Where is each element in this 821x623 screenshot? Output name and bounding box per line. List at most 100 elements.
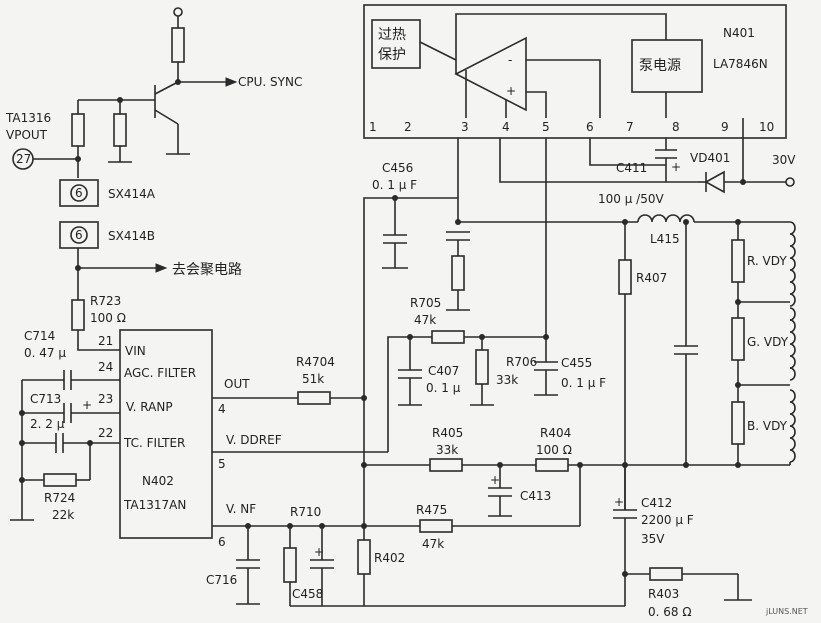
n401-label: N401: [723, 26, 755, 40]
r403-resistor: [649, 567, 683, 581]
r404-resistor: [535, 458, 569, 472]
vpout-label: VPOUT: [6, 128, 48, 142]
watermark: jLUNS.NET: [765, 607, 808, 616]
c714-name: C714: [24, 329, 55, 343]
v30-label: 30V: [772, 153, 796, 167]
g-vdy-resistor: [731, 317, 745, 361]
c407-value: 0. 1 μ: [426, 381, 461, 395]
pin-23: 23: [98, 392, 113, 406]
n401-pin-5: 5: [542, 120, 550, 134]
r404-value: 100 Ω: [536, 443, 572, 457]
r723-name: R723: [90, 294, 121, 308]
r403-value: 0. 68 Ω: [648, 605, 692, 619]
r405-resistor: [429, 458, 463, 472]
n402-pin-out: OUT: [224, 377, 250, 391]
n402-pin-tc: TC. FILTER: [123, 436, 185, 450]
c458-label: C458: [292, 587, 323, 601]
pin-22: 22: [98, 426, 113, 440]
opamp-minus: -: [508, 53, 512, 67]
sx414a-pin: 6: [75, 186, 83, 200]
sx414b-label: SX414B: [108, 229, 155, 243]
c458-plus: +: [314, 545, 324, 559]
convergence-label: 去会聚电路: [172, 262, 242, 278]
ta1317an-label: TA1317AN: [123, 498, 186, 512]
g-vdy-coil: [789, 307, 796, 381]
r706-resistor: [475, 349, 489, 385]
c411-value: 100 μ /50V: [598, 192, 664, 206]
c456-value: 0. 1 μ F: [372, 178, 417, 192]
c714-value: 0. 47 μ: [24, 346, 66, 360]
r710-label: R710: [290, 505, 321, 519]
r-vdy-resistor: [731, 239, 745, 283]
r706-value: 33k: [496, 373, 518, 387]
r407-resistor: [618, 259, 632, 295]
r705-name: R705: [410, 296, 441, 310]
c713-name: C713: [30, 392, 61, 406]
r724-resistor: [43, 473, 77, 487]
c411-label: C411: [616, 161, 647, 175]
overheat-label-2: 保护: [378, 47, 406, 63]
n402-ic: VIN AGC. FILTER V. RANP TC. FILTER N402 …: [119, 329, 213, 539]
c455-name: C455: [561, 356, 592, 370]
r710-resistor: [283, 547, 297, 583]
ta1316-label: TA1316: [5, 111, 51, 125]
n401-pin-9: 9: [721, 120, 729, 134]
n401-pin-10: 10: [759, 120, 774, 134]
c411-plus: +: [671, 160, 681, 174]
r706-name: R706: [506, 355, 537, 369]
r405-name: R405: [432, 426, 463, 440]
r475-resistor: [419, 519, 453, 533]
r402-resistor: [357, 539, 371, 575]
c412-plus: +: [614, 495, 624, 509]
r4704-value: 51k: [302, 372, 324, 386]
c413-label: C413: [520, 489, 551, 503]
r404-name: R404: [540, 426, 571, 440]
b-vdy-coil: [789, 389, 796, 463]
pump-power-block: [631, 39, 703, 93]
transistor: [154, 81, 190, 155]
pump-power-label: 泵电源: [639, 58, 681, 74]
r724-value: 22k: [52, 508, 74, 522]
n401-pin-6: 6: [586, 120, 594, 134]
v30-terminal: [785, 177, 795, 187]
c412-value: 2200 μ F: [641, 513, 694, 527]
n401-pin-7: 7: [626, 120, 634, 134]
r-vdy-coil: [789, 221, 796, 307]
r4704-resistor: [297, 391, 331, 405]
pin-4: 4: [218, 402, 226, 416]
b-vdy-label: B. VDY: [747, 419, 788, 433]
c413-plus: +: [490, 473, 500, 487]
c412-voltage: 35V: [641, 532, 665, 546]
vd401-label: VD401: [690, 151, 730, 165]
n402-label: N402: [142, 474, 174, 488]
pin-5: 5: [218, 457, 226, 471]
overheat-protection-block: [371, 19, 421, 69]
opamp-symbol: [454, 36, 527, 112]
c713-value: 2. 2 μ: [30, 417, 65, 431]
overheat-label-1: 过热: [378, 27, 406, 43]
r723-resistor: [71, 299, 85, 331]
vcc-terminal: [173, 7, 183, 17]
opamp-plus: +: [506, 84, 516, 98]
r405-value: 33k: [436, 443, 458, 457]
r403-name: R403: [648, 587, 679, 601]
vd401-diode: [698, 170, 795, 194]
pin-6: 6: [218, 535, 226, 549]
r407-label: R407: [636, 271, 667, 285]
n401-pin-3: 3: [461, 120, 469, 134]
r723-value: 100 Ω: [90, 311, 126, 325]
sx414b-pin: 6: [75, 228, 83, 242]
r705-value: 47k: [414, 313, 436, 327]
l415-inductor: [637, 214, 695, 223]
r475-value: 47k: [422, 537, 444, 551]
n401-pin-4: 4: [502, 120, 510, 134]
r4704-name: R4704: [296, 355, 335, 369]
r705-resistor: [431, 330, 465, 344]
sx414a-label: SX414A: [108, 187, 156, 201]
b-vdy-resistor: [731, 401, 745, 445]
c456-name: C456: [382, 161, 413, 175]
r475-name: R475: [416, 503, 447, 517]
l415-label: L415: [650, 232, 680, 246]
pin-24: 24: [98, 360, 113, 374]
pin-27-label: 27: [16, 152, 31, 166]
